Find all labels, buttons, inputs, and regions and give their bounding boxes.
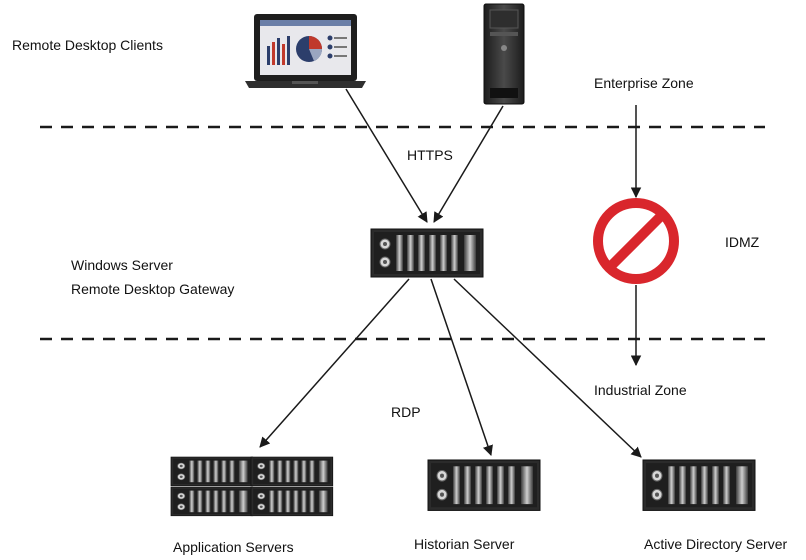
arrow-laptop-to-gateway: [345, 88, 428, 223]
idmz-label: IDMZ: [725, 234, 760, 250]
desktop-tower-icon: [483, 3, 525, 105]
historian-server-label: Historian Server: [414, 536, 515, 552]
gateway-server-icon: [370, 228, 484, 278]
industrial-zone-label: Industrial Zone: [594, 382, 687, 398]
gateway-label-line2: Remote Desktop Gateway: [71, 281, 235, 297]
historian-server-icon: [427, 459, 541, 511]
arrow-gateway-to-app-servers: [259, 278, 410, 448]
active-directory-server-icon: [642, 459, 756, 511]
application-servers-icon: [170, 456, 334, 517]
rdp-label: RDP: [391, 404, 421, 420]
active-directory-server-label: Active Directory Server: [644, 536, 788, 552]
arrow-gateway-to-active-directory: [453, 278, 642, 458]
application-servers-label: Application Servers: [173, 539, 294, 555]
enterprise-zone-label: Enterprise Zone: [594, 75, 694, 91]
prohibited-icon: [593, 198, 679, 284]
laptop-icon: [245, 14, 366, 88]
arrow-gateway-to-historian: [430, 278, 493, 456]
gateway-label-line1: Windows Server: [71, 257, 173, 273]
remote-desktop-clients-label: Remote Desktop Clients: [12, 37, 163, 53]
https-label: HTTPS: [407, 147, 453, 163]
arrow-tower-to-gateway: [433, 105, 504, 223]
